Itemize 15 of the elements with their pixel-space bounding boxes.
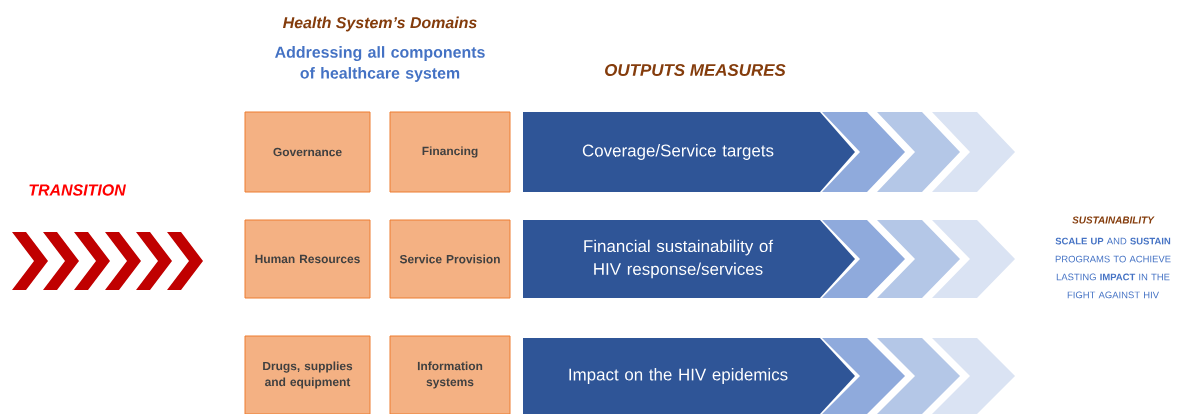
- heading: OUTPUTS MEASURES: [605, 64, 786, 76]
- arrow-box: Coverage/Service targets: [523, 112, 855, 192]
- domain-box: Governance: [244, 111, 371, 193]
- subheading: Addressing all components of healthcare system: [275, 46, 485, 82]
- domain-box: Financing: [389, 111, 511, 193]
- heading: SUSTAINABILITY: [1072, 216, 1155, 224]
- heading: TRANSITION: [29, 184, 126, 196]
- arrow-box: Financial sustainability of HIV response/services: [523, 220, 855, 298]
- arrow-box: Impact on the HIV epidemics: [523, 338, 855, 414]
- domain-box: Service Provision: [389, 219, 511, 299]
- note-text: SCALE UP AND SUSTAIN PROGRAMS TO ACHIEVE LASTING IMPACT IN THE FIGHT AGAINST HIV: [1055, 237, 1171, 299]
- domain-box: Drugs, supplies and equipment: [244, 335, 371, 414]
- domain-box: Information systems: [389, 335, 511, 414]
- heading: Health System’s Domains: [283, 16, 477, 32]
- domain-box: Human Resources: [244, 219, 371, 299]
